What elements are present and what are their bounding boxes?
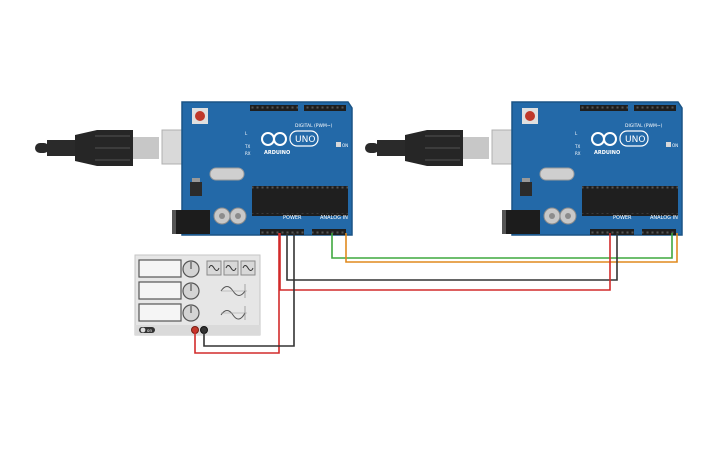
- wires: [194, 233, 678, 354]
- square-wave-icon: [225, 265, 237, 271]
- rx-label: RX: [245, 151, 251, 156]
- power-jack: [172, 210, 210, 234]
- analog-header-label: ANALOG IN: [320, 215, 348, 221]
- brand-label: ARDUINO: [594, 150, 620, 156]
- digital-header-label: DIGITAL (PWM~): [625, 123, 663, 129]
- sine-wave-icon: [208, 265, 220, 271]
- wire-green[interactable]: [331, 233, 673, 259]
- power-header-label: POWER: [283, 215, 302, 221]
- brand-label: ARDUINO: [264, 150, 290, 156]
- usb-cable-icon[interactable]: [365, 130, 489, 166]
- tx-label: TX: [244, 144, 250, 149]
- power-switch-label: on: [147, 328, 152, 333]
- rx-label: RX: [575, 151, 581, 156]
- crystal: [539, 167, 575, 181]
- on-label: ON: [672, 143, 678, 148]
- wire-red-5v-link[interactable]: [279, 233, 611, 291]
- analog-header[interactable]: [642, 229, 676, 235]
- model-label: UNO: [625, 135, 645, 145]
- digital-header[interactable]: [580, 105, 628, 111]
- function-generator[interactable]: on: [134, 254, 261, 336]
- on-label: ON: [342, 143, 348, 148]
- crystal: [209, 167, 245, 181]
- power-header-label: POWER: [613, 215, 632, 221]
- arduino-board-1[interactable]: DIGITAL (PWM~) ARDUINO UNO L TX RX ON PO…: [35, 101, 353, 236]
- arduino-board-2[interactable]: DIGITAL (PWM~) ARDUINO UNO L TX RX ON PO…: [365, 101, 683, 236]
- usb-cable-icon[interactable]: [35, 130, 159, 166]
- display-1: [138, 259, 182, 278]
- atmega-chip: [582, 188, 678, 214]
- digital-header-label: DIGITAL (PWM~): [295, 123, 333, 129]
- power-jack: [502, 210, 540, 234]
- analog-header-label: ANALOG IN: [650, 215, 678, 221]
- power-header[interactable]: [590, 229, 634, 235]
- tx-label: TX: [574, 144, 580, 149]
- display-2: [138, 281, 182, 300]
- wire-orange[interactable]: [345, 233, 678, 263]
- arduino-infinity-logo-icon: [261, 132, 287, 146]
- wire-black-generator[interactable]: [203, 233, 295, 347]
- digital-header[interactable]: [250, 105, 298, 111]
- analog-header[interactable]: [312, 229, 346, 235]
- wire-red-generator[interactable]: [194, 233, 280, 354]
- triangle-wave-icon: [242, 265, 254, 271]
- power-header[interactable]: [260, 229, 304, 235]
- atmega-chip: [252, 188, 348, 214]
- model-label: UNO: [295, 135, 315, 145]
- display-3: [138, 303, 182, 322]
- wire-black-gnd-link[interactable]: [286, 233, 618, 281]
- l-led-label: L: [575, 131, 578, 136]
- arduino-infinity-logo-icon: [591, 132, 617, 146]
- l-led-label: L: [245, 131, 248, 136]
